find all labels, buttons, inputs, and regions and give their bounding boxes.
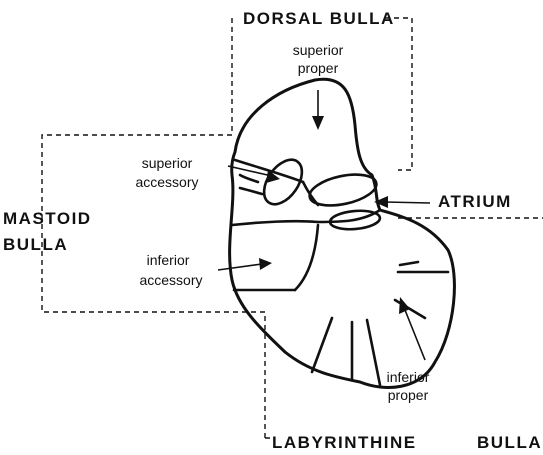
superior-proper-label-line2: proper bbox=[298, 60, 339, 76]
dorsal-bulla-label: DORSAL BULLA bbox=[243, 9, 395, 28]
septum-horizontal bbox=[232, 221, 318, 225]
region-boundaries bbox=[42, 18, 543, 438]
bulla-outline bbox=[230, 79, 455, 387]
inferior-accessory-arrowhead bbox=[259, 258, 272, 270]
labyrinthine-label-word2: BULLA bbox=[477, 433, 542, 452]
atrium-pointer bbox=[385, 202, 430, 203]
superior-accessory-label-line2: accessory bbox=[135, 174, 198, 190]
atrium-opening-upper bbox=[307, 169, 379, 211]
inferior-accessory-label-line1: inferior bbox=[147, 252, 190, 268]
inferior-proper-label-line2: proper bbox=[388, 387, 429, 403]
mastoid-label-line2: BULLA bbox=[3, 235, 68, 254]
septum-short-1 bbox=[240, 175, 258, 182]
labyrinthine-label-word1: LABYRINTHINE bbox=[272, 433, 417, 452]
superior-proper-arrowhead bbox=[312, 116, 324, 130]
radial-line-1 bbox=[312, 318, 332, 372]
inferior-accessory-pointer bbox=[218, 264, 262, 270]
bulla-body bbox=[230, 79, 455, 387]
radial-line-3 bbox=[367, 320, 380, 385]
radial-line-6 bbox=[400, 262, 418, 265]
septum-descending bbox=[295, 225, 318, 290]
inferior-accessory-label-line2: accessory bbox=[139, 272, 202, 288]
superior-accessory-label-line1: superior bbox=[142, 155, 193, 171]
pointers bbox=[218, 90, 430, 360]
mastoid-label-line1: MASTOID bbox=[3, 209, 92, 228]
dorsal-bulla-boundary bbox=[232, 18, 412, 170]
superior-proper-label-line1: superior bbox=[293, 42, 344, 58]
inferior-proper-label-line1: inferior bbox=[387, 369, 430, 385]
labyrinthine-bulla-boundary bbox=[265, 218, 543, 438]
atrium-label: ATRIUM bbox=[438, 192, 512, 211]
superior-accessory-pointer bbox=[228, 166, 272, 176]
septum-short-2 bbox=[240, 188, 262, 194]
inferior-proper-arrowhead bbox=[399, 297, 410, 314]
